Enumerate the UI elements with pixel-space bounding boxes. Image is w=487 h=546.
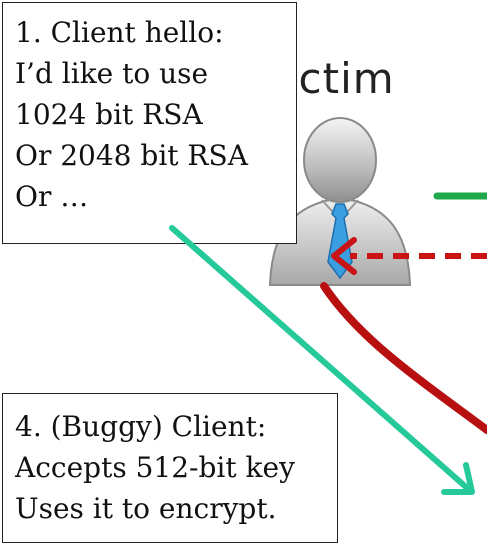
buggy-client-line: Uses it to encrypt. <box>15 492 277 525</box>
client-hello-line: I’d like to use <box>15 57 209 90</box>
client-hello-box: 1. Client hello: I’d like to use 1024 bi… <box>2 2 297 244</box>
client-hello-line: 1. Client hello: <box>15 16 224 49</box>
client-hello-line: Or 2048 bit RSA <box>15 139 248 172</box>
buggy-client-line: 4. (Buggy) Client: <box>15 410 267 443</box>
teal-arrow <box>169 225 475 495</box>
red-dashed-arrow <box>331 237 487 275</box>
buggy-client-line: Accepts 512-bit key <box>15 451 295 484</box>
user-icon <box>268 117 412 286</box>
client-hello-line: Or … <box>15 180 89 213</box>
buggy-client-box: 4. (Buggy) Client: Accepts 512-bit key U… <box>2 393 338 543</box>
client-hello-line: 1024 bit RSA <box>15 98 203 131</box>
red-curve <box>320 282 487 434</box>
